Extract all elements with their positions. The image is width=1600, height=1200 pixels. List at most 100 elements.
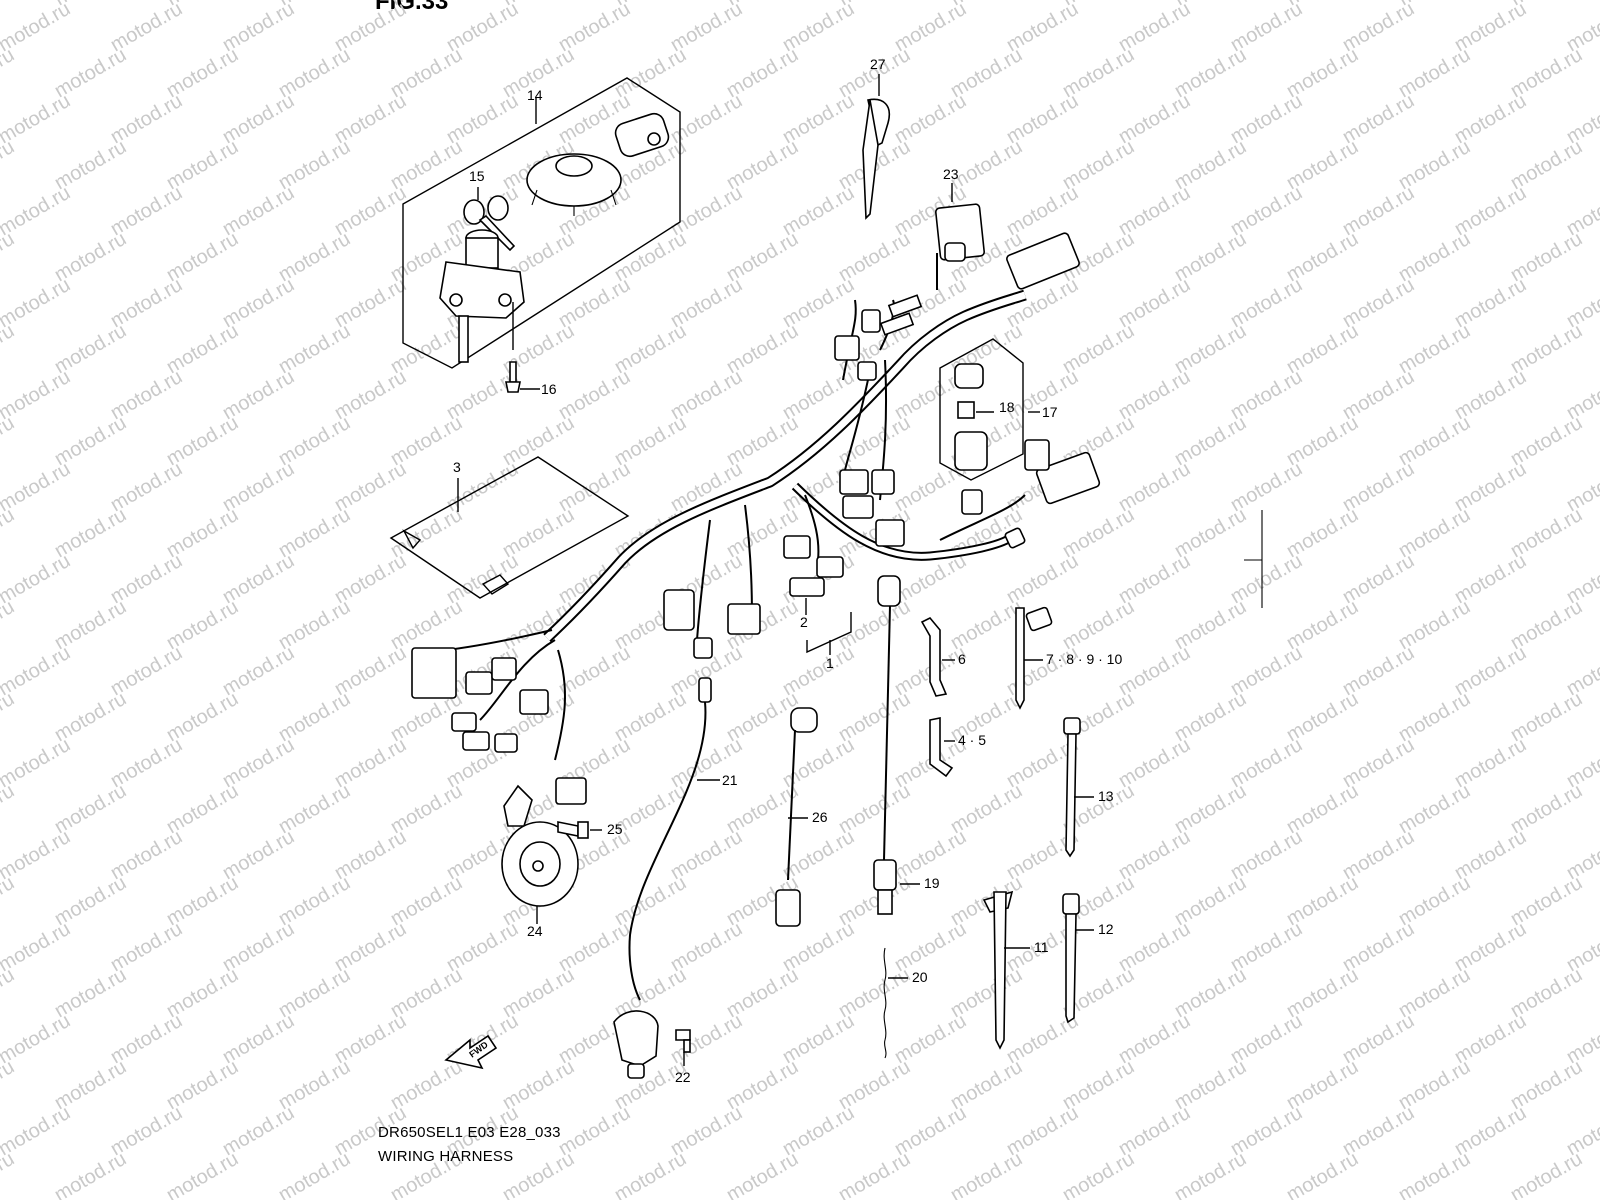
watermark-text: motod.ru [0,136,18,195]
watermark-text: motod.ru [0,642,74,701]
watermark-text: motod.ru [1227,1194,1306,1200]
spring-20[interactable] [883,947,908,1059]
watermark-text: motod.ru [0,274,74,333]
watermark-text: motod.ru [0,780,18,839]
watermark-text: motod.ru [1395,1148,1474,1200]
watermark-text: motod.ru [667,1194,746,1200]
watermark-text: motod.ru [219,1194,298,1200]
switch-19[interactable] [873,575,920,915]
watermark-text: motod.ru [443,1194,522,1200]
callout-2: 2 [800,614,808,630]
callout-6: 6 [958,651,966,667]
watermark-text: motod.ru [0,1102,74,1161]
watermark-text: motod.ru [0,412,18,471]
steering-lock-nut [526,153,622,216]
watermark-text: motod.ru [0,228,18,287]
watermark-text: motod.ru [1115,1194,1194,1200]
watermark-text: motod.ru [1339,1194,1418,1200]
lead-wire-26[interactable] [775,707,818,927]
clamp-4-5[interactable] [929,717,955,778]
callout-14: 14 [527,87,543,103]
watermark-text: motod.ru [1283,1148,1362,1200]
kit-box-outline [402,77,681,369]
screw-16[interactable] [505,361,540,393]
callout-25: 25 [607,821,623,837]
watermark-text: motod.ru [0,1056,18,1115]
watermark-text: motod.ru [0,550,74,609]
watermark-text: motod.ru [0,0,18,10]
watermark-text: motod.ru [779,1194,858,1200]
watermark-text: motod.ru [107,1194,186,1200]
watermark-text: motod.ru [0,182,74,241]
watermark-text: motod.ru [1563,1194,1600,1200]
watermark-text: motod.ru [331,1194,410,1200]
ignition-switch-body [439,229,525,363]
watermark-text: motod.ru [0,826,74,885]
band-7-10[interactable] [1015,606,1053,710]
watermark-text: motod.ru [0,366,74,425]
watermark-text: motod.ru [0,734,74,793]
callout-12: 12 [1098,921,1114,937]
callout-18: 18 [999,399,1015,415]
callout-3: 3 [453,459,461,475]
callout-7-10: 7 · 8 · 9 · 10 [1046,651,1122,667]
callout-27: 27 [870,56,886,72]
watermark-text: motod.ru [0,1194,74,1200]
watermark-text: motod.ru [51,1148,130,1200]
watermark-text: motod.ru [723,1148,802,1200]
watermark-text: motod.ru [0,688,18,747]
watermark-text: motod.ru [1171,1148,1250,1200]
watermark-text: motod.ru [0,320,18,379]
watermark-text: motod.ru [835,1148,914,1200]
fuse-box-17[interactable] [939,338,1040,481]
callout-13: 13 [1098,788,1114,804]
ignition-switch-kit[interactable] [402,77,681,369]
watermark-text: motod.ru [0,504,18,563]
fuse-box-body [954,431,988,471]
diagram-name: WIRING HARNESS [378,1148,514,1165]
connector-2 [789,577,825,597]
watermark-text: motod.ru [0,596,18,655]
callout-4-5: 4 · 5 [958,732,986,748]
callout-26: 26 [812,809,828,825]
watermark-text: motod.ru [0,0,74,56]
side-stand-switch-22[interactable] [613,1010,691,1079]
callout-layer: 14 15 16 3 27 23 18 17 2 1 6 7 · 8 · 9 ·… [453,56,1122,1085]
horn-24[interactable] [501,784,579,924]
watermark-text: motod.ru [1507,1148,1586,1200]
watermark-text: motod.ru [0,964,18,1023]
watermark-text: motod.ru [0,872,18,931]
wiring-label-sheet[interactable] [389,456,630,599]
callout-1: 1 [826,655,834,671]
ignition-keys [463,195,516,252]
watermark-text: motod.ru [275,1148,354,1200]
diagram-code: DR650SEL1 E03 E28_033 [378,1124,561,1141]
band-12[interactable] [1062,893,1094,1024]
main-wiring-harness[interactable] [411,232,1101,805]
watermark-text: motod.ru [163,1148,242,1200]
watermark-text: motod.ru [947,1148,1026,1200]
watermark-text: motod.ru [611,1148,690,1200]
watermark-text: motod.ru [1059,1148,1138,1200]
watermark-text: motod.ru [1003,1194,1082,1200]
lock-cap [614,112,670,158]
callout-24: 24 [527,923,543,939]
watermark-text: motod.ru [555,1194,634,1200]
figure-title: FIG.33 [375,0,449,15]
callout-23: 23 [943,166,959,182]
key-blank[interactable] [862,74,890,220]
margin-mark [1244,510,1263,608]
callout-19: 19 [924,875,940,891]
watermark-text: motod.ru [0,1148,18,1200]
clamp-band-11[interactable] [982,890,1030,1050]
bolt-25[interactable] [557,821,602,839]
callout-11: 11 [1034,939,1049,955]
lead-wire-21[interactable] [628,677,720,1001]
clamp-6[interactable] [920,617,955,697]
callout-21: 21 [722,772,738,788]
watermark-text: motod.ru [0,1010,74,1069]
band-13[interactable] [1063,717,1094,858]
watermark-text: motod.ru [0,918,74,977]
